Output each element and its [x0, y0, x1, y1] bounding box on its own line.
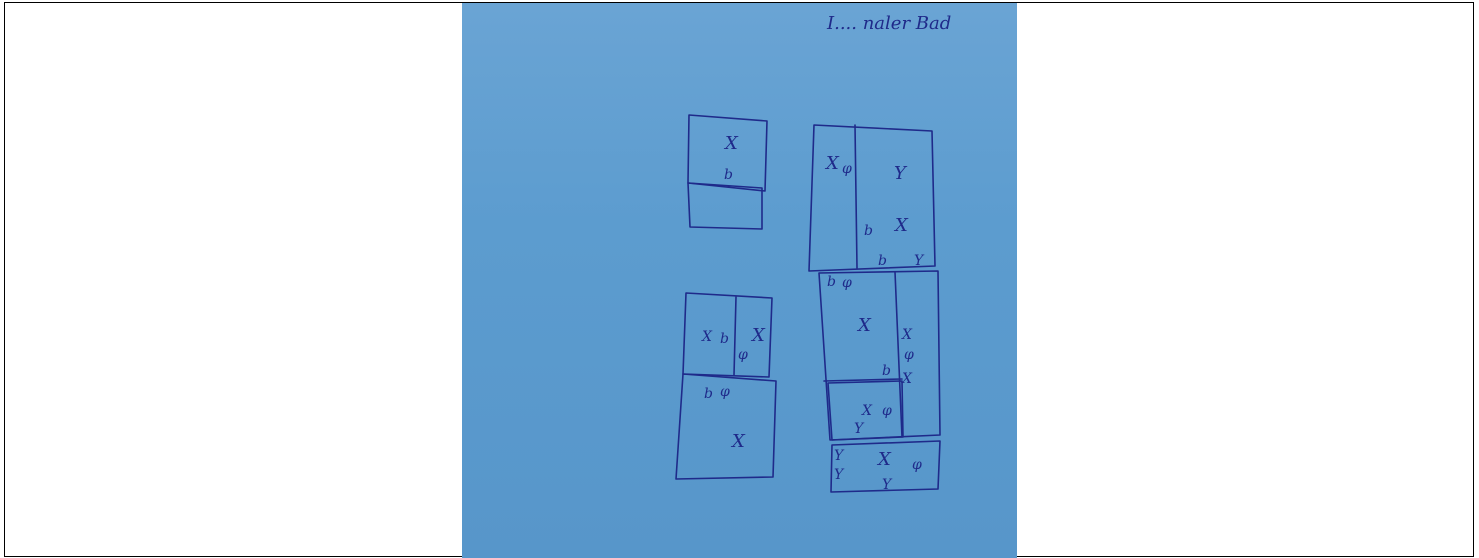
- box-mid-right: b φ X X φ b X: [819, 271, 940, 440]
- label-x: X: [750, 325, 766, 346]
- box-lower-right-inner: X φ Y: [828, 381, 903, 440]
- label-b: b: [724, 167, 733, 183]
- label-x: X: [730, 431, 746, 452]
- box-bottom-right: Y Y X φ Y: [831, 441, 940, 493]
- label-b: b: [878, 253, 887, 269]
- label-phi: φ: [904, 347, 914, 363]
- label-phi: φ: [738, 347, 748, 363]
- label-phi: φ: [720, 384, 730, 400]
- label-b: b: [864, 223, 873, 239]
- label-y: Y: [854, 421, 865, 437]
- label-phi: φ: [912, 457, 922, 473]
- box-mid-left: X b φ X: [683, 293, 772, 377]
- label-y: Y: [894, 163, 908, 184]
- box-top-right: X φ Y b X b Y: [809, 125, 935, 271]
- label-x: X: [876, 449, 892, 470]
- header-handwriting: I.... naler Bad: [826, 13, 951, 34]
- photo-of-handwritten-sketch: I.... naler Bad X b X φ Y b X b Y X b φ: [462, 3, 1017, 558]
- label-x: X: [901, 327, 913, 343]
- label-phi: φ: [842, 161, 852, 177]
- box-top-left: X b: [688, 115, 767, 229]
- sketch-drawing: I.... naler Bad X b X φ Y b X b Y X b φ: [462, 3, 1017, 558]
- label-phi: φ: [842, 275, 852, 291]
- label-x: X: [723, 133, 739, 154]
- label-phi: φ: [882, 403, 892, 419]
- label-x: X: [824, 153, 840, 174]
- label-b: b: [704, 386, 713, 402]
- label-x: X: [701, 329, 713, 345]
- label-y: Y: [834, 448, 845, 464]
- label-b: b: [827, 274, 836, 290]
- label-x: X: [861, 403, 873, 419]
- label-y: Y: [834, 467, 845, 483]
- label-x: X: [893, 215, 909, 236]
- box-lower-left: b φ X: [676, 374, 776, 479]
- label-b: b: [882, 363, 891, 379]
- label-b: b: [720, 331, 729, 347]
- label-x: X: [856, 315, 872, 336]
